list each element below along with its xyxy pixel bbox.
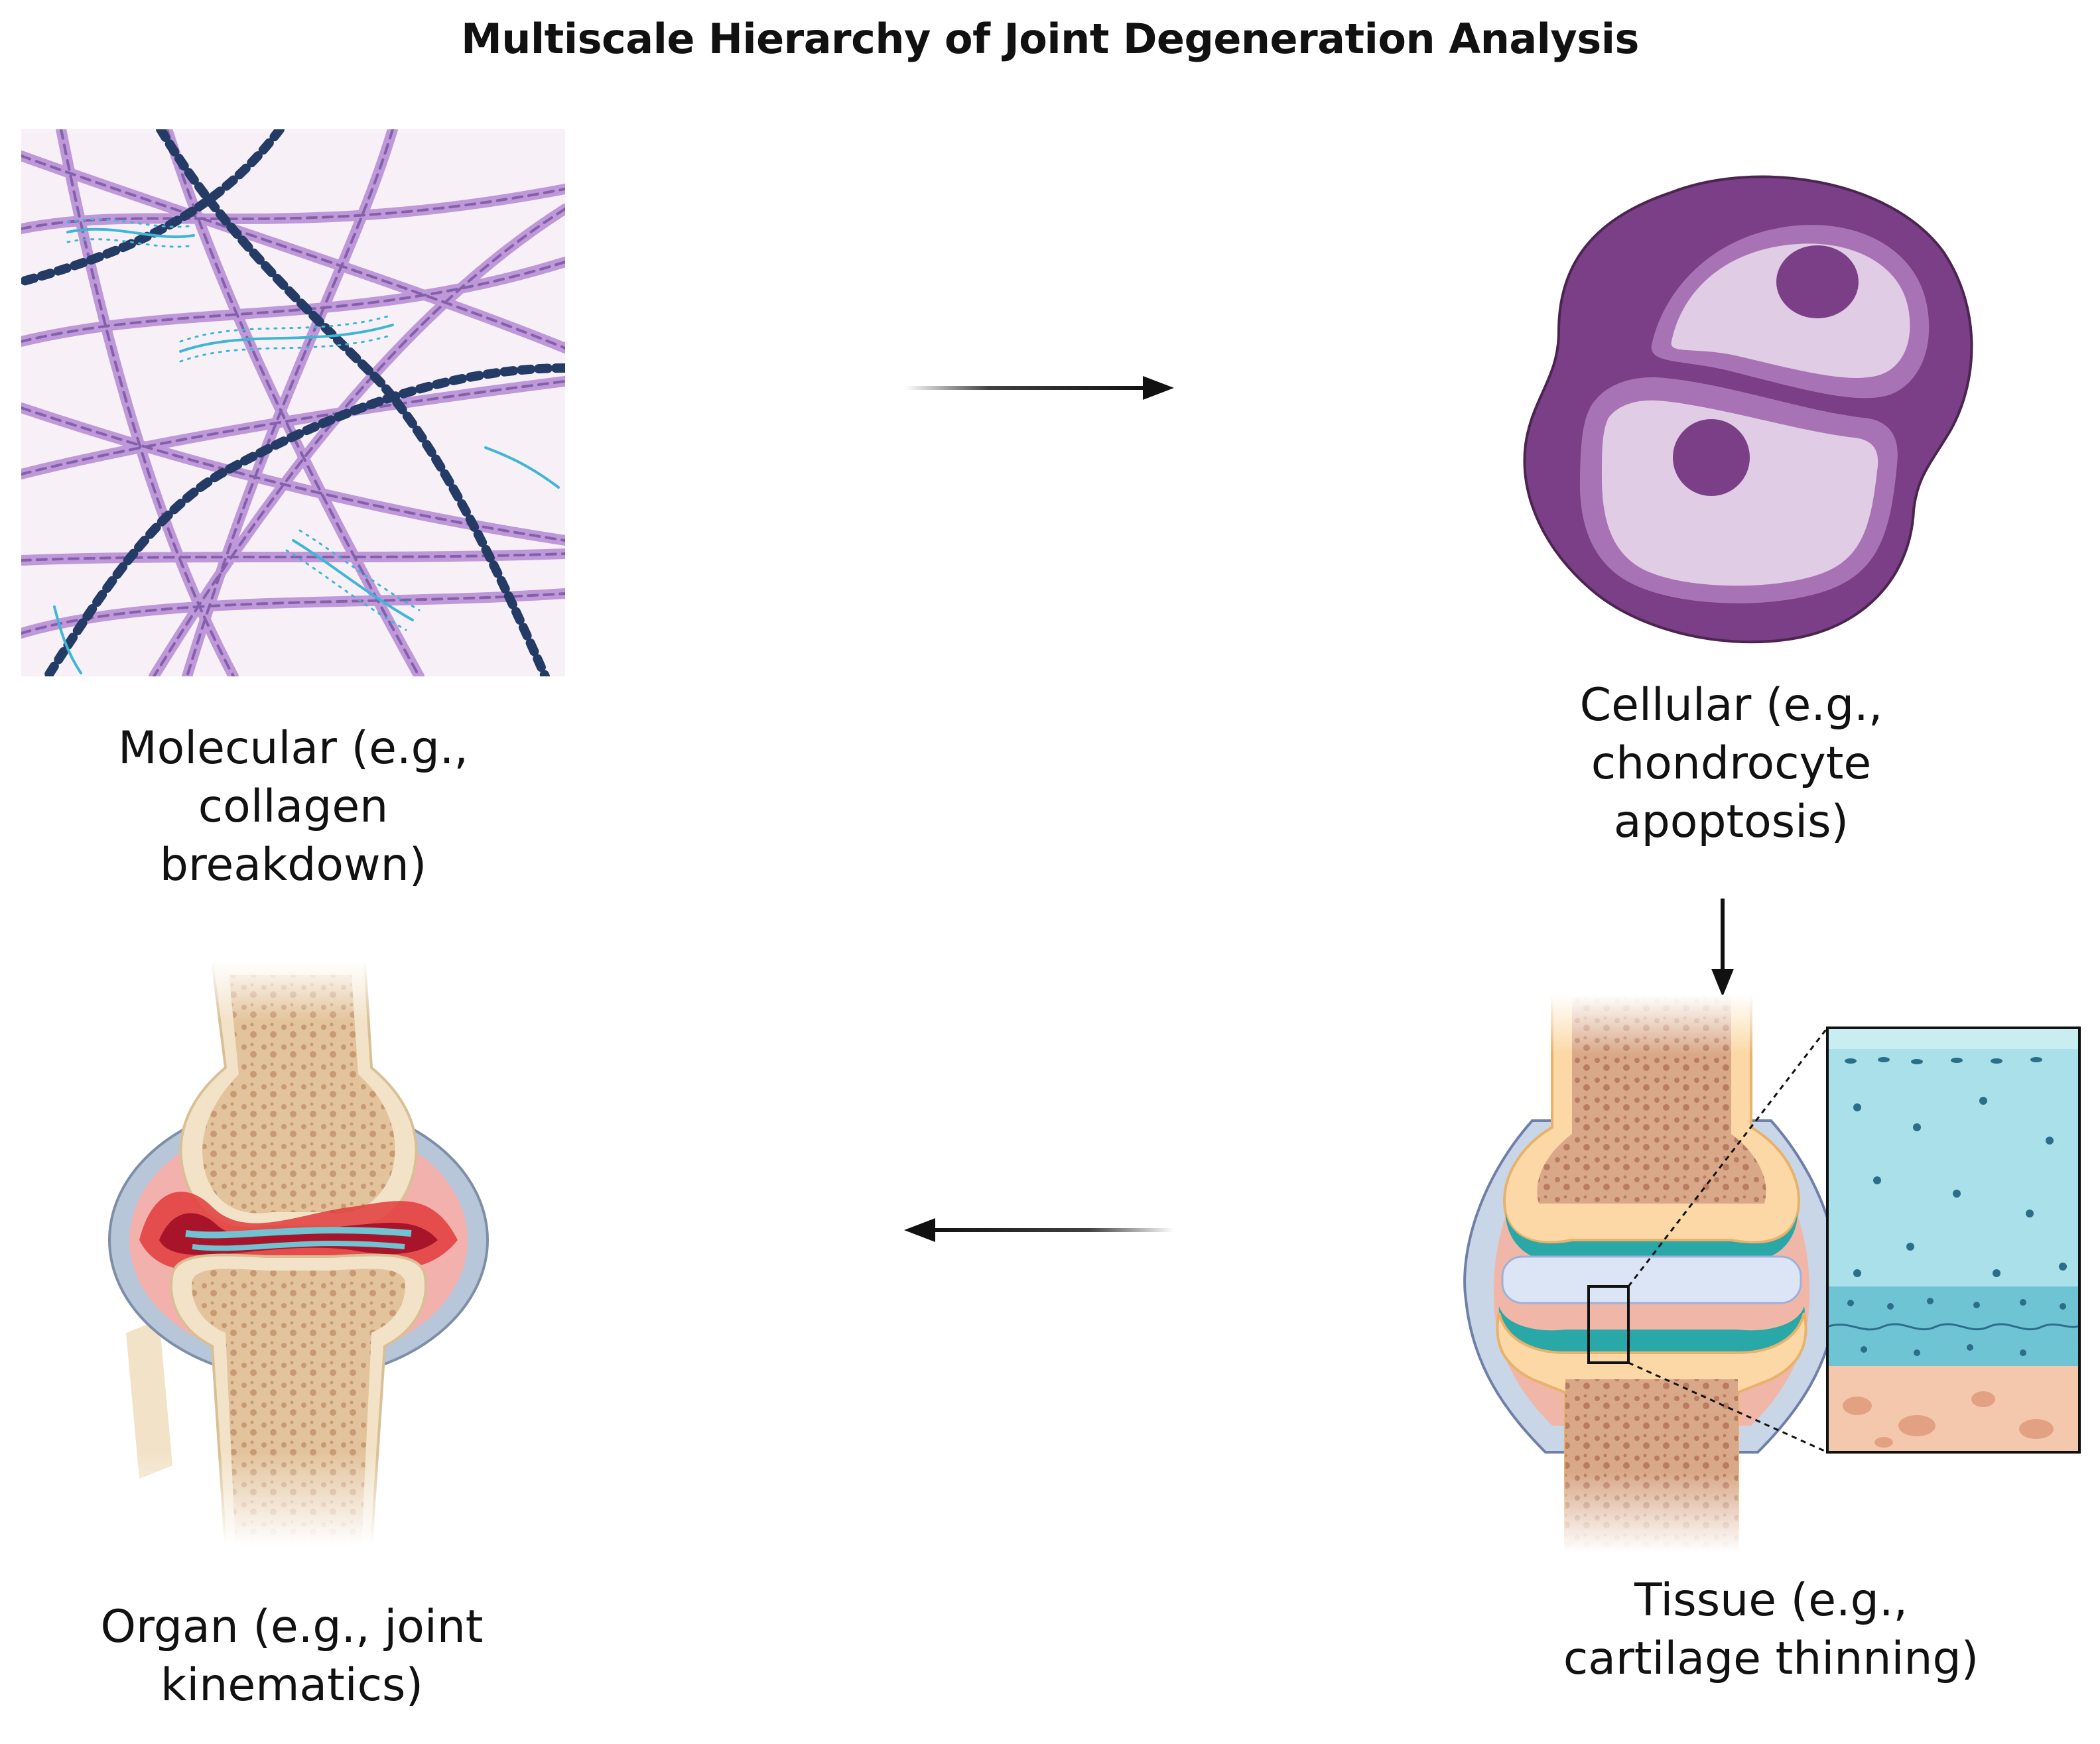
cellular-label-line-3: apoptosis): [1613, 796, 1849, 848]
organ-label: Organ (e.g., joint kinematics): [13, 1598, 570, 1715]
diagram-title: Multiscale Hierarchy of Joint Degenerati…: [461, 15, 1639, 63]
cellular-label-line-2: chondrocyte: [1591, 737, 1872, 790]
molecular-label-line-2: collagen: [198, 780, 389, 833]
cellular-label-line-1: Cellular (e.g.,: [1579, 679, 1883, 731]
tissue-label: Tissue (e.g., cartilage thinning): [1486, 1572, 2056, 1688]
arrow-down-icon: [1711, 899, 1734, 997]
collagen-network-icon: [21, 129, 565, 676]
tissue-label-line-1: Tissue (e.g.,: [1634, 1574, 1908, 1627]
arrow-molecular-to-cellular: [905, 368, 1177, 408]
organ-illustration: [99, 962, 497, 1545]
molecular-label-line-3: breakdown): [159, 839, 427, 891]
arrow-left-icon: [904, 1218, 1174, 1242]
arrow-tissue-to-organ: [902, 1210, 1174, 1250]
organ-label-line-2: kinematics): [160, 1659, 423, 1712]
molecular-illustration: [21, 129, 565, 676]
cellular-illustration: [1519, 166, 1983, 656]
cellular-label: Cellular (e.g., chondrocyte apoptosis): [1486, 676, 1977, 851]
arrow-right-icon: [905, 376, 1174, 400]
arrow-cellular-to-tissue: [1706, 899, 1739, 998]
tissue-label-line-2: cartilage thinning): [1563, 1633, 1979, 1685]
chondrocyte-cell-icon: [1523, 175, 1973, 644]
molecular-label: Molecular (e.g., collagen breakdown): [21, 719, 565, 895]
knee-cartilage-zoom-icon: [1463, 995, 2081, 1552]
molecular-label-line-1: Molecular (e.g.,: [118, 722, 468, 775]
inflamed-knee-joint-icon: [108, 962, 489, 1545]
tissue-illustration: [1453, 995, 2089, 1552]
organ-label-line-1: Organ (e.g., joint: [100, 1601, 484, 1653]
